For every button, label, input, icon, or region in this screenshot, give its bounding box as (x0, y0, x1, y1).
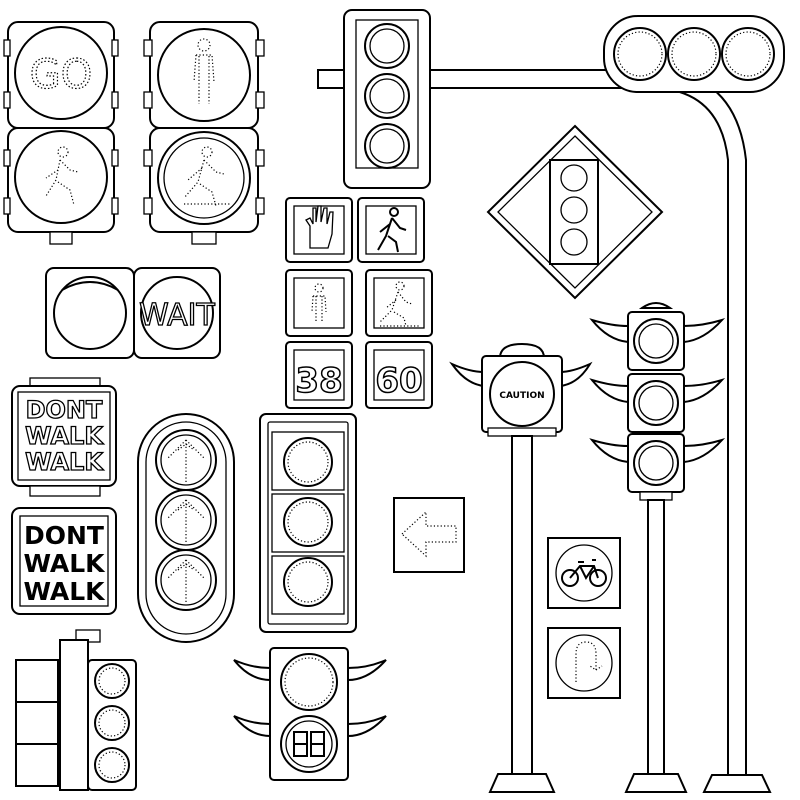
u-turn-sign (547, 627, 621, 699)
walking-person-icon (379, 281, 420, 327)
countdown-left: 38 (295, 361, 342, 401)
up-arrow-icon (167, 559, 205, 602)
up-arrow-lamp (155, 549, 217, 611)
walk-label: WALK (23, 577, 106, 606)
bicycle-icon (561, 559, 607, 587)
up-arrow-icon (167, 439, 205, 482)
wait-label: WAIT (139, 298, 215, 333)
dont-label: DONT (24, 521, 104, 550)
caution-signal: CAUTION (449, 342, 593, 793)
wait-signal: WAIT (45, 267, 221, 359)
u-turn-icon (575, 641, 603, 682)
dont-label: DONT (26, 396, 103, 424)
up-arrow-icon (167, 499, 205, 542)
signal-ahead-sign (486, 124, 664, 300)
pedestrian-signal (143, 21, 265, 245)
walking-person-icon (377, 207, 407, 253)
walking-person-icon (183, 146, 230, 207)
caution-label: CAUTION (499, 391, 544, 401)
left-arrow-icon (401, 510, 457, 558)
dont-walk-outline-sign: DONT WALK WALK (11, 377, 117, 487)
standing-person-icon (193, 38, 215, 104)
go-label: GO (30, 52, 92, 98)
hand-icon (305, 205, 334, 249)
walking-person-icon (45, 146, 79, 206)
countdown-timers: 38 60 (285, 341, 433, 409)
walk-label: WALK (25, 448, 104, 476)
walk-label: WALK (25, 422, 104, 450)
bicycle-sign (547, 537, 621, 609)
countdown-right: 60 (375, 361, 422, 401)
up-arrow-lamp (155, 429, 217, 491)
up-arrow-lamp (155, 489, 217, 551)
side-mount-signal (15, 629, 137, 791)
mast-arm-signal (317, 9, 772, 793)
symbol-tiles (285, 197, 433, 337)
bottom-countdown-signal (233, 647, 387, 781)
horizontal-signal (603, 15, 785, 93)
standing-person-icon (311, 283, 327, 322)
countdown-display-icon (293, 731, 325, 757)
bracket-signal (589, 302, 726, 793)
vertical-signal (259, 413, 357, 633)
walk-label: WALK (23, 549, 106, 578)
arrow-signal (137, 413, 235, 643)
dont-walk-bold-sign: DONT WALK WALK (11, 485, 117, 615)
left-arrow-sign (393, 497, 465, 573)
go-walk-signal: GO (3, 21, 119, 245)
